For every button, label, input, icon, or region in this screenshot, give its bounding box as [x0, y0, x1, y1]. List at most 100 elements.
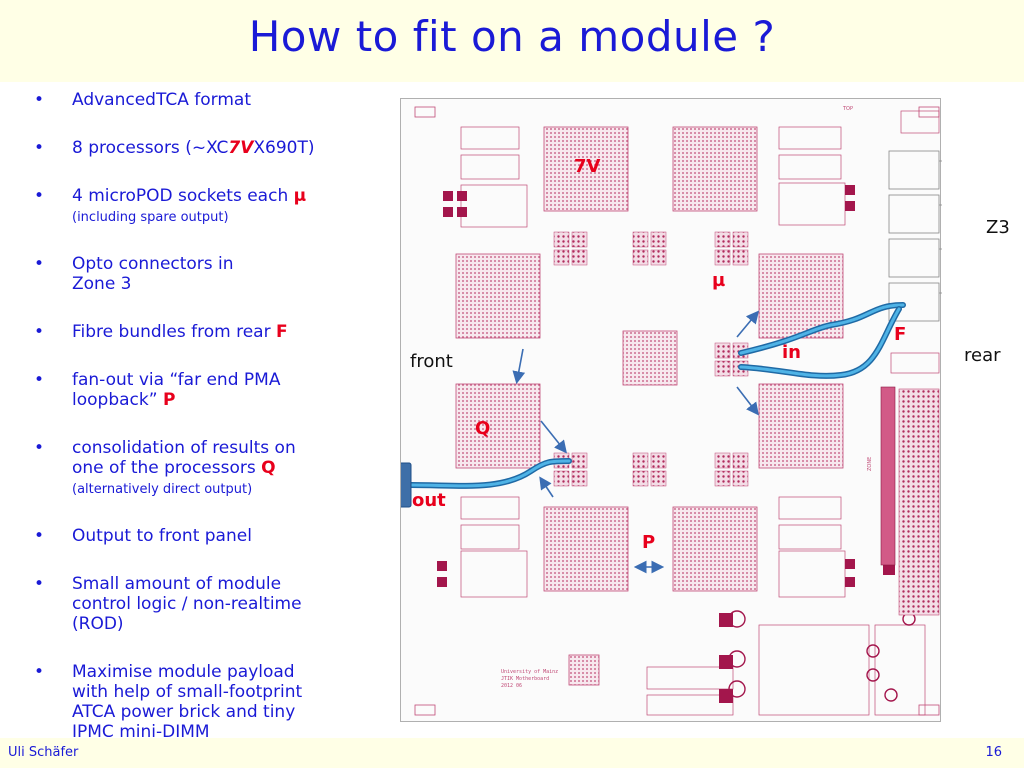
bullet-item: • Output to front panel [34, 526, 374, 546]
bullet-text: ATCA power brick and tiny [72, 702, 296, 722]
bullet-dot: • [34, 138, 45, 158]
ring-pads [728, 610, 916, 702]
arrow-fanout [512, 348, 526, 385]
bullet-text: 8 processors (~XC [72, 138, 229, 158]
label-p: P [642, 532, 656, 553]
footer-bar: Uli Schäfer 16 [0, 738, 1024, 768]
bullet-text: Fibre bundles from rear [72, 322, 276, 342]
bullet-text: (ROD) [72, 614, 124, 634]
bullet-dot: • [34, 662, 45, 682]
bullet-dot: • [34, 574, 45, 594]
board-credit-line: JTIK Motherboard [501, 676, 549, 682]
board-credit-line: 2012 06 [501, 683, 522, 689]
bullet-item: • Small amount of module control logic /… [34, 574, 374, 634]
highlight-7v: 7V [228, 138, 254, 158]
board-top-label: TOP [842, 106, 853, 112]
label-q: Q [475, 418, 491, 439]
bullet-note: (alternatively direct output) [72, 482, 253, 497]
bullet-item: • fan-out via “far end PMA loopback” P [34, 370, 374, 410]
bullet-item: • 4 microPOD sockets each µ (including s… [34, 186, 374, 226]
fibre-bundle-highlight [739, 303, 905, 355]
front-panel-connector [398, 462, 412, 508]
micropod-group [714, 342, 749, 377]
bullet-dot: • [34, 186, 45, 206]
highlight-p: P [162, 390, 176, 410]
micropod-group [553, 231, 588, 266]
micropod-group [714, 231, 749, 266]
bullet-text: loopback” [72, 390, 163, 410]
arrow-fanout [736, 310, 760, 338]
highlight-q: Q [261, 458, 276, 478]
fibre-bundle-highlight [739, 307, 901, 378]
bullet-item: • 8 processors (~XC7VX690T) [34, 138, 374, 158]
small-chip-footprint [568, 654, 600, 686]
bullet-text: Maximise module payload [72, 662, 295, 682]
micropod-group [632, 231, 667, 266]
pcb-layout: TOP [398, 98, 975, 722]
page-number: 16 [985, 745, 1002, 760]
arrow-consolidation [539, 476, 554, 498]
label-f: F [894, 324, 907, 345]
bullet-text: Small amount of module [72, 574, 282, 594]
backplane-connector [880, 386, 896, 566]
bullet-text: 4 microPOD sockets each [72, 186, 294, 206]
bullet-dot: • [34, 90, 45, 110]
fpga-footprint [758, 383, 844, 469]
fpga-footprint [455, 253, 541, 339]
connector-label: ZONE [867, 457, 873, 471]
bullet-item: • Maximise module payload with help of s… [34, 662, 374, 742]
rtm-connector [898, 388, 940, 616]
arrow-fanout [736, 386, 759, 416]
bullet-item: • Opto connectors in Zone 3 [34, 254, 374, 294]
corner-mark [414, 106, 436, 118]
fpga-footprint [543, 126, 629, 212]
bullet-text: control logic / non-realtime [72, 594, 302, 614]
bullet-list: • AdvancedTCA format • 8 processors (~XC… [34, 90, 374, 742]
bullet-text: Zone 3 [72, 274, 132, 294]
component-blocks [460, 110, 940, 716]
corner-mark [918, 106, 940, 118]
bullet-item: • consolidation of results on one of the… [34, 438, 374, 498]
label-z3: Z3 [986, 217, 1010, 238]
label-7v: 7V [574, 156, 601, 177]
bullet-text: one of the processors [72, 458, 262, 478]
control-fpga-footprint [622, 330, 678, 386]
fpga-footprint [672, 506, 758, 592]
bullet-dot: • [34, 526, 45, 546]
bullet-dot: • [34, 322, 45, 342]
corner-mark [414, 704, 436, 716]
bullet-text: consolidation of results on [72, 438, 296, 458]
bullet-text: Output to front panel [72, 526, 252, 546]
bullet-dot: • [34, 254, 45, 274]
bullet-text: fan-out via “far end PMA [72, 370, 281, 390]
micropod-group [553, 452, 588, 487]
micropod-group [632, 452, 667, 487]
bullet-text: Opto connectors in [72, 254, 234, 274]
title-bar [0, 0, 1024, 82]
fpga-footprint [455, 383, 541, 469]
bullet-dot: • [34, 438, 45, 458]
label-out: out [412, 490, 446, 511]
corner-mark [918, 704, 940, 716]
highlight-f: F [275, 322, 288, 342]
bullet-dot: • [34, 370, 45, 390]
bullet-text: IPMC mini-DIMM [72, 722, 210, 742]
label-mu: µ [712, 270, 726, 291]
bullet-text: AdvancedTCA format [72, 90, 251, 110]
bullet-item: • AdvancedTCA format [34, 90, 374, 110]
zone3-connectors [888, 150, 975, 322]
bullet-item: • Fibre bundles from rear F [34, 322, 374, 342]
arrow-consolidation [540, 420, 567, 454]
bullet-note: (including spare output) [72, 210, 229, 225]
pcb-drawing: TOP [398, 106, 975, 716]
slide-title: How to fit on a module ? [248, 12, 776, 61]
board-credit-line: University of Mainz [501, 669, 558, 675]
label-rear: rear [964, 345, 1001, 366]
bullet-text: X690T) [253, 138, 315, 158]
label-front: front [410, 351, 453, 372]
footer-author: Uli Schäfer [8, 745, 79, 760]
fpga-footprint [672, 126, 758, 212]
output-fibre-highlight [409, 459, 571, 488]
bullet-text: with help of small-footprint [72, 682, 303, 702]
highlight-mu: µ [293, 186, 307, 206]
